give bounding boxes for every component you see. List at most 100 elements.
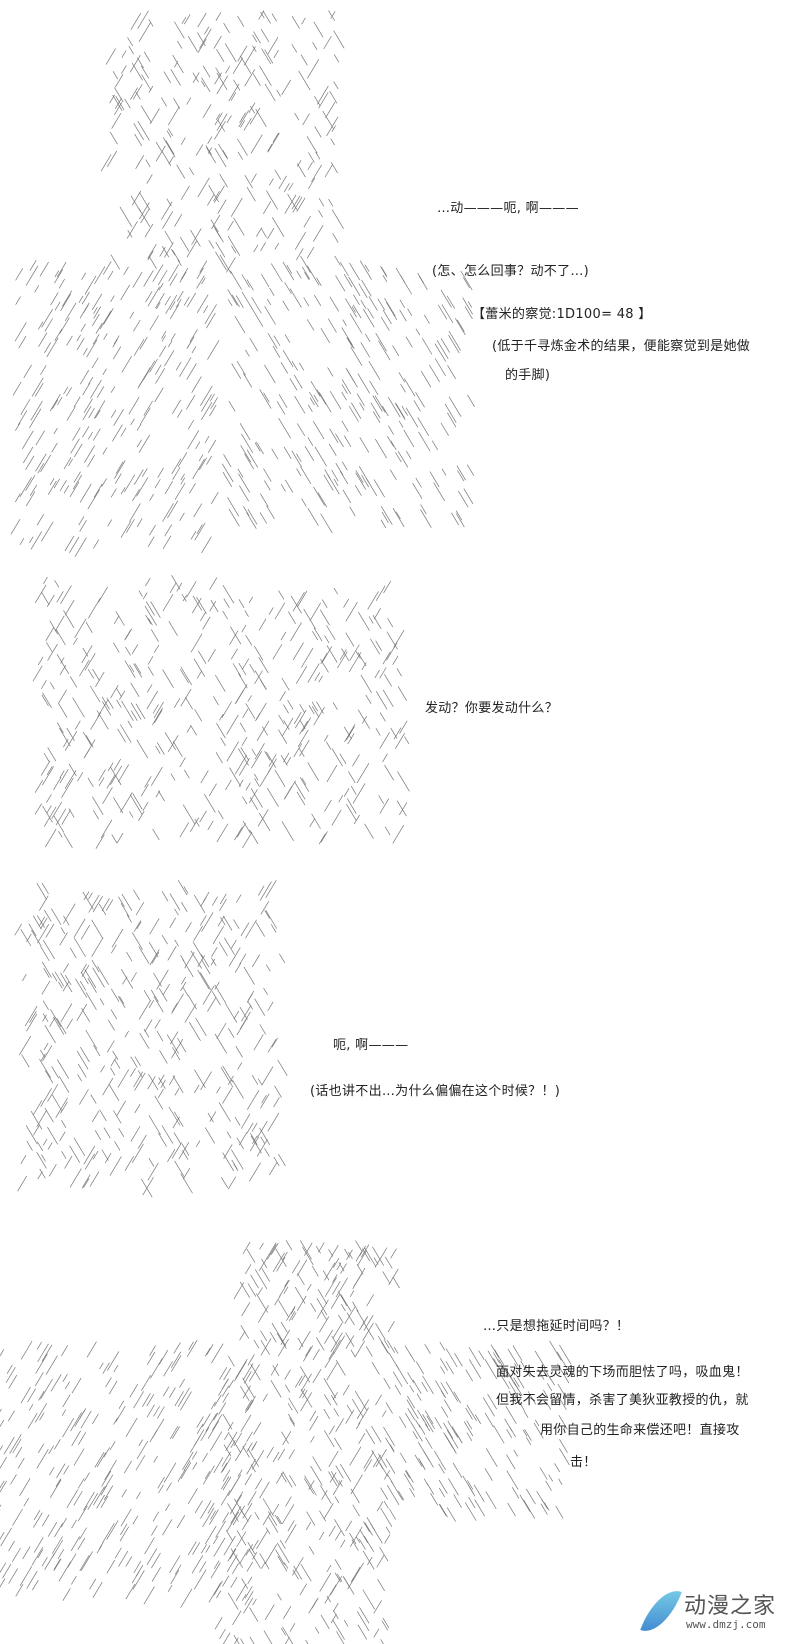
art-stroke [112,1050,119,1060]
art-stroke [209,577,218,590]
art-stroke [228,1379,234,1389]
art-stroke [244,175,253,189]
art-stroke [60,585,72,604]
art-stroke [233,919,240,930]
art-stroke [218,1402,227,1415]
art-stroke [227,497,240,517]
art-stroke [266,752,277,768]
art-stroke [440,338,450,353]
art-stroke [265,1527,271,1535]
art-stroke [310,1436,315,1443]
dialogue: 呃, 啊——— [333,1038,409,1053]
art-stroke [212,926,224,945]
art-stroke [243,1597,254,1614]
art-stroke [124,1030,130,1038]
art-stroke [63,738,69,748]
art-stroke [141,1178,153,1198]
art-stroke [342,1384,350,1396]
art-stroke [319,1510,326,1522]
art-stroke [363,1314,374,1331]
art-stroke [227,1503,239,1522]
art-stroke [299,776,310,792]
art-stroke [515,1374,525,1389]
art-stroke [441,1406,449,1418]
art-stroke [393,727,402,740]
art-stroke [66,387,72,397]
art-stroke [398,1490,405,1501]
art-stroke [90,1094,97,1104]
art-stroke [29,259,37,271]
art-stroke [54,580,60,588]
art-stroke [519,1494,531,1512]
art-stroke [323,1394,332,1406]
art-stroke [158,1077,166,1089]
art-stroke [307,59,320,79]
art-stroke [180,976,187,985]
art-stroke [129,1384,139,1398]
art-stroke [109,131,118,145]
art-stroke [330,1395,338,1406]
art-stroke [64,770,77,789]
art-stroke [270,1380,282,1398]
art-stroke [59,932,68,946]
art-stroke [358,1538,366,1550]
art-stroke [227,1075,234,1086]
art-stroke [172,466,181,480]
art-stroke [184,1003,197,1023]
art-stroke [64,1381,70,1390]
art-stroke [88,408,95,419]
art-stroke [87,668,95,679]
art-stroke [166,1482,172,1491]
art-stroke [255,108,267,128]
art-stroke [186,240,198,258]
art-stroke [384,1256,393,1269]
art-stroke [113,1110,122,1124]
art-stroke [201,402,213,421]
art-stroke [240,1113,251,1129]
art-stroke [297,423,306,437]
art-stroke [109,1156,122,1176]
art-stroke [381,266,387,276]
art-stroke [368,360,381,380]
art-stroke [312,1456,322,1472]
art-stroke [25,1125,38,1145]
art-stroke [8,1568,19,1584]
art-stroke [74,537,87,558]
art-stroke [241,1578,249,1590]
art-stroke [19,1565,33,1586]
art-stroke [241,624,247,633]
art-stroke [191,228,202,245]
art-stroke [230,197,243,217]
art-stroke [120,724,132,743]
art-stroke [465,1407,473,1420]
art-stroke [358,283,368,299]
art-stroke [301,647,314,668]
art-stroke [253,1034,264,1051]
art-stroke [194,818,200,827]
art-stroke [261,48,272,65]
art-stroke [201,536,212,554]
art-stroke [200,1071,212,1091]
art-stroke [76,334,81,342]
art-stroke [174,908,179,916]
art-stroke [143,51,151,62]
art-stroke [119,996,125,1004]
art-stroke [152,264,164,282]
art-stroke [357,1624,368,1640]
art-stroke [34,779,44,793]
art-stroke [15,1446,23,1458]
art-stroke [287,193,298,210]
art-stroke [266,190,278,210]
art-stroke [40,454,51,473]
art-stroke [169,893,181,911]
art-stroke [284,780,296,799]
art-stroke [187,1488,198,1505]
art-stroke [191,1451,198,1460]
art-stroke [257,809,269,827]
art-stroke [295,248,304,261]
art-stroke [25,265,39,286]
art-stroke [352,783,366,804]
art-stroke [299,1366,311,1383]
art-stroke [248,596,254,603]
